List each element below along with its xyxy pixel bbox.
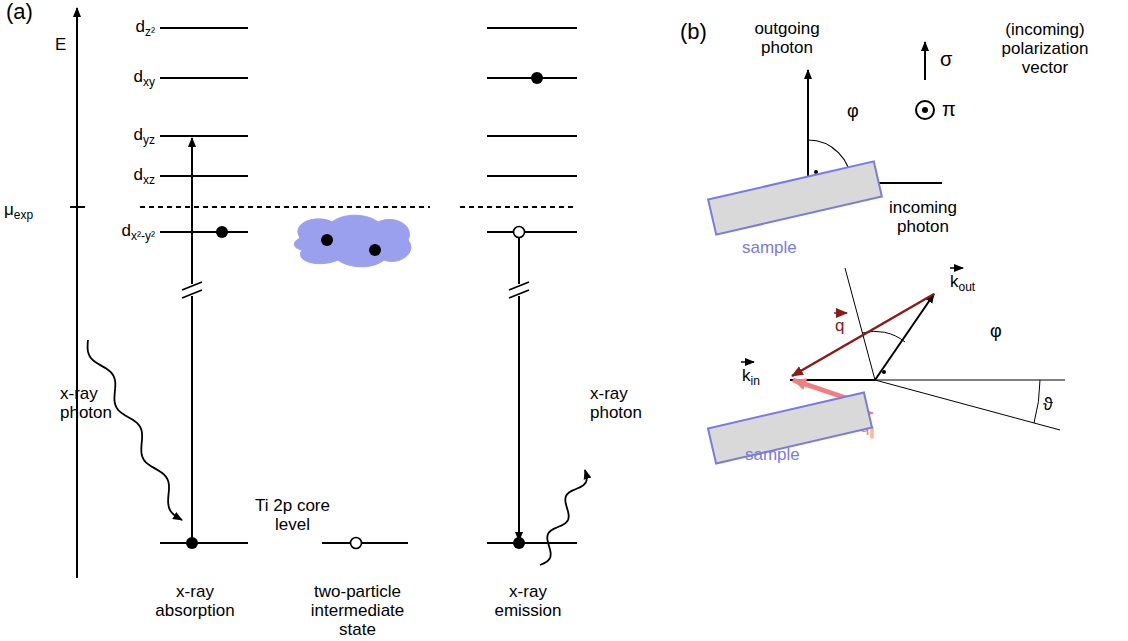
vector-label: q (835, 316, 844, 335)
vector-label: kout (950, 272, 975, 297)
orbital-label: dxz (105, 165, 155, 190)
orbital-label: dx²-y² (85, 221, 155, 246)
photon-label: x-ray photon (60, 384, 130, 422)
orbital-label: dyz (105, 125, 155, 150)
photon-wave (88, 340, 182, 520)
photon-label: outgoing photon (742, 19, 832, 57)
photon-wave (540, 470, 587, 565)
angle-label: φ (847, 102, 859, 121)
sample-outline (700, 380, 880, 490)
chemical-potential-label: μexp (4, 200, 33, 225)
sample-slab: sample (700, 150, 890, 260)
photon-label: incoming photon (878, 198, 968, 236)
panel-letter: (b) (680, 22, 707, 41)
orbital-label: dxy (105, 67, 155, 92)
process-label: two-particle intermediate state (290, 582, 425, 639)
polarization-label: σ (940, 50, 952, 69)
axis-label: E (55, 35, 66, 54)
process-label: x-ray absorption (145, 582, 245, 620)
photon-label: x-ray photon (590, 384, 660, 422)
orbital-label: dz² (105, 17, 155, 42)
polarization-label: π (942, 100, 956, 119)
polarization-note: (incoming) polarization vector (985, 20, 1105, 77)
sample-slab: sample (700, 380, 880, 490)
process-label: x-ray emission (478, 582, 578, 620)
angle-label: φ (990, 322, 1002, 341)
panel-letter: (a) (6, 2, 33, 21)
angle-label: ϑ (1043, 395, 1053, 414)
core-level-label: Ti 2p core level (250, 496, 335, 534)
sample-label: sample (745, 445, 800, 465)
vector-label: kin (742, 366, 760, 391)
sample-label: sample (742, 238, 797, 258)
